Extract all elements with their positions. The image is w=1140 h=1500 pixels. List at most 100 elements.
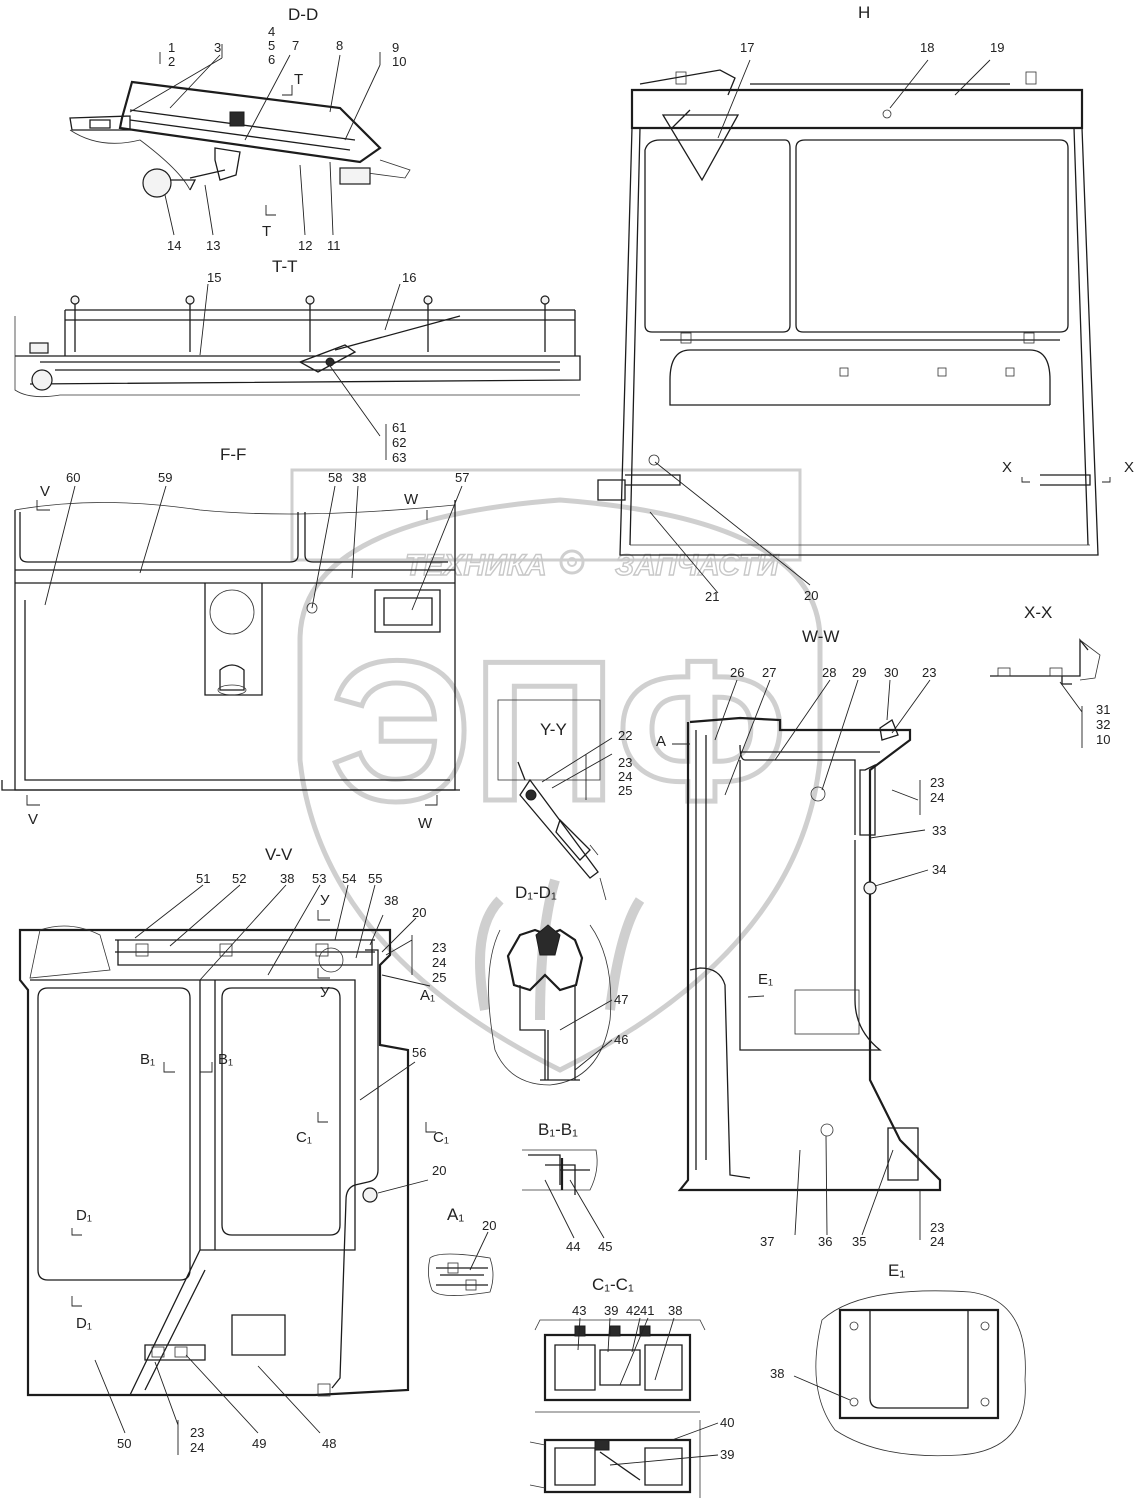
vv-label-52: 52 xyxy=(232,871,246,886)
c1c1-label-40: 40 xyxy=(720,1415,734,1430)
view-d1d1: D₁-D₁ 47 46 xyxy=(488,883,628,1086)
a1-label-20: 20 xyxy=(482,1218,496,1233)
ww-label-33: 33 xyxy=(932,823,946,838)
xx-label-31: 31 xyxy=(1096,702,1110,717)
vv-label-54: 54 xyxy=(342,871,356,886)
vv-label-20a: 20 xyxy=(412,905,426,920)
view-title-xx: X-X xyxy=(1024,603,1052,622)
vv-label-38b: 38 xyxy=(384,893,398,908)
b1b1-label-45: 45 xyxy=(598,1239,612,1254)
vv-label-24b: 24 xyxy=(190,1440,204,1455)
watermark-logo-letters: ЭПФ xyxy=(330,620,787,843)
section-mark-t-bottom: T xyxy=(262,223,271,240)
view-title-dd: D-D xyxy=(288,5,318,24)
dd-label-4: 4 xyxy=(268,24,275,39)
view-title-yy: Y-Y xyxy=(540,720,567,739)
view-title-ww: W-W xyxy=(802,627,839,646)
vv-label-53: 53 xyxy=(312,871,326,886)
vv-label-51: 51 xyxy=(196,871,210,886)
watermark: ТЕХНИКА ЗАПЧАСТИ ЭПФ xyxy=(290,468,823,1073)
c1c1-label-39b: 39 xyxy=(720,1447,734,1462)
ff-label-60: 60 xyxy=(66,470,80,485)
view-title-c1c1: C₁-C₁ xyxy=(592,1275,634,1294)
view-b1b1: B₁-B₁ 44 45 xyxy=(522,1120,612,1254)
xx-label-10: 10 xyxy=(1096,732,1110,747)
h-label-20: 20 xyxy=(804,588,818,603)
section-mark-b1-right: B₁ xyxy=(218,1051,233,1068)
ww-label-24a: 24 xyxy=(930,790,944,805)
section-mark-t-top: T xyxy=(294,71,303,88)
section-mark-b1-left: B₁ xyxy=(140,1051,155,1068)
c1c1-label-39a: 39 xyxy=(604,1303,618,1318)
dd-label-14: 14 xyxy=(167,238,181,253)
view-dd: D-D 1 2 3 4 5 6 7 8 9 10 11 12 13 14 T T xyxy=(69,5,411,253)
ww-label-37: 37 xyxy=(760,1234,774,1249)
ww-label-26: 26 xyxy=(730,665,744,680)
view-title-ff: F-F xyxy=(220,445,246,464)
c1c1-label-43: 43 xyxy=(572,1303,586,1318)
dd-label-5: 5 xyxy=(268,38,275,53)
section-mark-a: A xyxy=(656,733,666,750)
section-mark-c1-right: C₁ xyxy=(433,1129,449,1146)
view-h: H 17 18 19 20 21 X X xyxy=(597,3,1134,604)
tt-label-62: 62 xyxy=(392,435,406,450)
vv-label-50: 50 xyxy=(117,1436,131,1451)
dd-label-10: 10 xyxy=(392,54,406,69)
view-title-e1: E₁ xyxy=(888,1261,905,1280)
h-label-18: 18 xyxy=(920,40,934,55)
vv-label-38a: 38 xyxy=(280,871,294,886)
watermark-text-left: ТЕХНИКА xyxy=(405,549,547,582)
view-title-d1d1: D₁-D₁ xyxy=(515,883,557,902)
yy-label-22: 22 xyxy=(618,728,632,743)
d1d1-label-47: 47 xyxy=(614,992,628,1007)
tt-label-61: 61 xyxy=(392,420,406,435)
c1c1-label-41: 41 xyxy=(640,1303,654,1318)
yy-label-23: 23 xyxy=(618,755,632,770)
vv-label-23a: 23 xyxy=(432,940,446,955)
section-mark-y-top: У xyxy=(320,892,330,909)
e1-label-38: 38 xyxy=(770,1366,784,1381)
dd-label-11: 11 xyxy=(327,238,341,253)
tt-label-63: 63 xyxy=(392,450,406,465)
c1c1-label-38: 38 xyxy=(668,1303,682,1318)
view-a1: A₁ 20 xyxy=(428,1205,496,1296)
ff-label-58: 58 xyxy=(328,470,342,485)
ff-label-38: 38 xyxy=(352,470,366,485)
vv-label-24a: 24 xyxy=(432,955,446,970)
c1c1-label-42: 42 xyxy=(626,1303,640,1318)
h-label-21: 21 xyxy=(705,589,719,604)
ww-label-34: 34 xyxy=(932,862,946,877)
dd-label-6: 6 xyxy=(268,52,275,67)
d1d1-label-46: 46 xyxy=(614,1032,628,1047)
ff-label-57: 57 xyxy=(455,470,469,485)
section-mark-y-bottom: У xyxy=(320,984,330,1001)
dd-label-7: 7 xyxy=(292,38,299,53)
section-mark-v-bottom: V xyxy=(28,811,38,828)
view-vv: V-V 51 52 38 53 54 55 38 20 23 24 25 56 … xyxy=(18,845,449,1455)
gear-icon xyxy=(559,549,585,575)
yy-label-25: 25 xyxy=(618,783,632,798)
xx-label-32: 32 xyxy=(1096,717,1110,732)
view-title-tt: T-T xyxy=(272,257,298,276)
ww-label-24b: 24 xyxy=(930,1234,944,1249)
h-label-17: 17 xyxy=(740,40,754,55)
dd-label-1: 1 xyxy=(168,40,175,55)
ww-label-23b: 23 xyxy=(930,775,944,790)
dd-label-12: 12 xyxy=(298,238,312,253)
section-mark-w-bottom: W xyxy=(418,815,433,832)
section-mark-d1-bottom: D₁ xyxy=(76,1315,92,1332)
vv-label-25: 25 xyxy=(432,970,446,985)
section-mark-d1-top: D₁ xyxy=(76,1207,92,1224)
ww-label-27: 27 xyxy=(762,665,776,680)
view-e1: E₁ 38 xyxy=(770,1261,1026,1457)
ww-label-35: 35 xyxy=(852,1234,866,1249)
ww-label-28: 28 xyxy=(822,665,836,680)
dd-label-3: 3 xyxy=(214,40,221,55)
view-c1c1: C₁-C₁ 43 39 42 41 38 40 39 xyxy=(529,1275,734,1498)
view-ww: W-W 26 27 28 29 30 23 23 24 33 34 37 36 … xyxy=(656,627,946,1249)
ff-label-59: 59 xyxy=(158,470,172,485)
yy-label-24: 24 xyxy=(618,769,632,784)
section-mark-x-left: X xyxy=(1002,459,1012,476)
vv-label-20b: 20 xyxy=(432,1163,446,1178)
